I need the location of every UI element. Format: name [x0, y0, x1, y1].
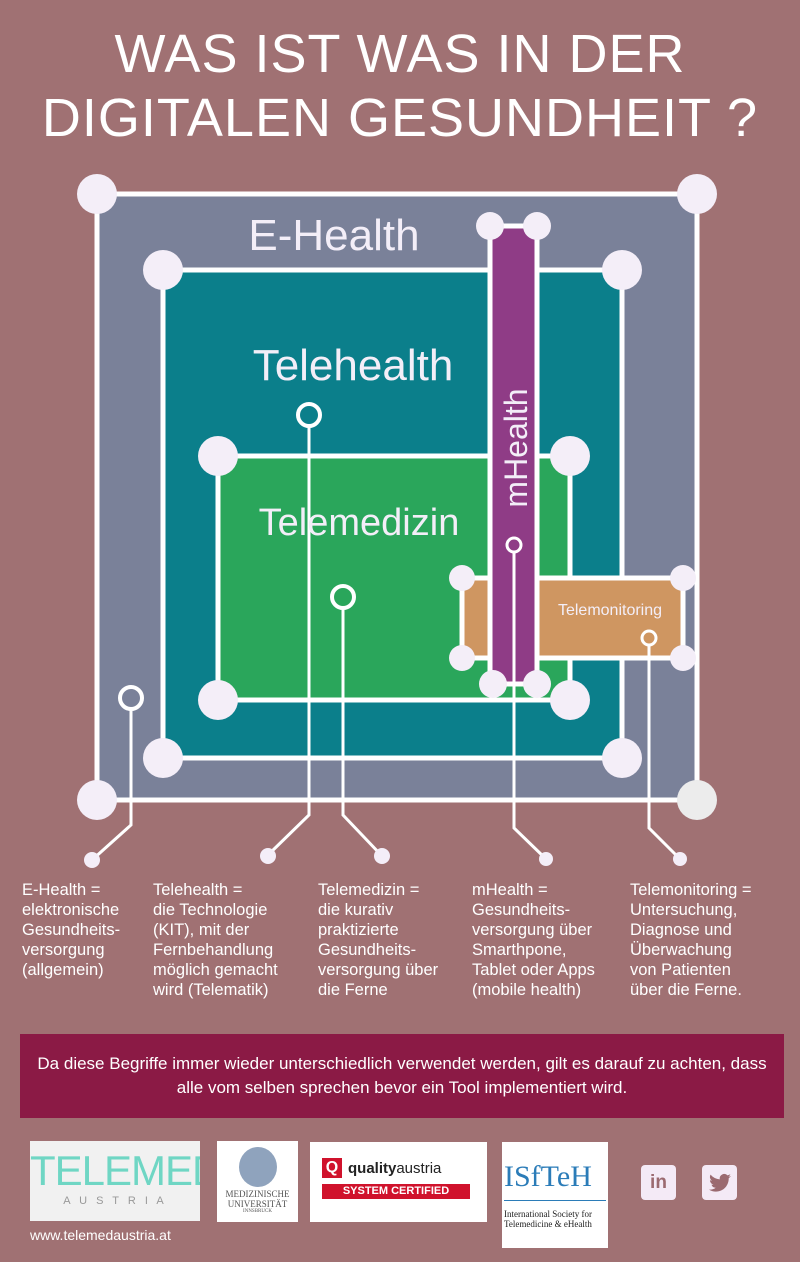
definition-ehealth: E-Health = elektronische Gesundheits- ve…: [22, 881, 121, 979]
website-link[interactable]: www.telemedaustria.at: [30, 1227, 171, 1243]
ring-markers: [118, 402, 356, 711]
mui-logo[interactable]: MEDIZINISCHE UNIVERSITÄT INNSBRUCK: [217, 1141, 298, 1222]
linkedin-icon[interactable]: in: [641, 1165, 676, 1200]
note-banner: Da diese Begriffe immer wieder unterschi…: [20, 1034, 784, 1118]
mui-text-1: MEDIZINISCHE: [225, 1189, 290, 1199]
mui-text-3: INNSBRUCK: [243, 1209, 272, 1214]
isfteh-sub: International Society for Telemedicine &…: [504, 1209, 592, 1229]
label-telemonitoring: Telemonitoring: [558, 602, 662, 619]
title-line-2: DIGITALEN GESUNDHEIT ?: [41, 88, 759, 148]
qa-name: qualityaustria: [348, 1160, 442, 1177]
label-mhealth: mHealth: [498, 388, 534, 507]
nested-diagram: E-Health Telehealth Telemedizin mHealth …: [77, 174, 717, 868]
mui-text-2: UNIVERSITÄT: [227, 1199, 288, 1209]
label-ehealth: E-Health: [248, 211, 419, 260]
isfteh-text: ISfTeH: [504, 1160, 592, 1193]
label-telemedizin: Telemedizin: [259, 502, 460, 544]
telemed-logo-sub: A U S T R I A: [63, 1195, 167, 1207]
label-telehealth: Telehealth: [253, 341, 454, 390]
page-title: WAS IST WAS IN DER DIGITALEN GESUNDHEIT …: [0, 22, 800, 150]
definition-telemedizin: Telemedizin = die kurativ praktizierte G…: [318, 881, 439, 999]
end-dots: [84, 848, 687, 868]
leader-lines: [90, 427, 682, 862]
telemed-logo-text: TELEMED: [30, 1147, 200, 1194]
qa-cert: SYSTEM CERTIFIED: [322, 1184, 470, 1199]
telemed-austria-logo[interactable]: TELEMED A U S T R I A: [30, 1141, 200, 1221]
twitter-icon[interactable]: [702, 1165, 737, 1200]
title-line-1: WAS IST WAS IN DER: [114, 24, 686, 84]
corner-nodes: [77, 174, 717, 820]
quality-austria-logo[interactable]: Q qualityaustria SYSTEM CERTIFIED: [310, 1142, 487, 1222]
seal-icon: [238, 1147, 277, 1187]
isfteh-logo[interactable]: ISfTeH International Society for Telemed…: [502, 1142, 608, 1248]
definition-telemonitoring: Telemonitoring = Untersuchung, Diagnose …: [630, 881, 752, 999]
definition-telehealth: Telehealth = die Technologie (KIT), mit …: [153, 881, 278, 999]
definition-mhealth: mHealth = Gesundheits- versorgung über S…: [472, 881, 595, 999]
